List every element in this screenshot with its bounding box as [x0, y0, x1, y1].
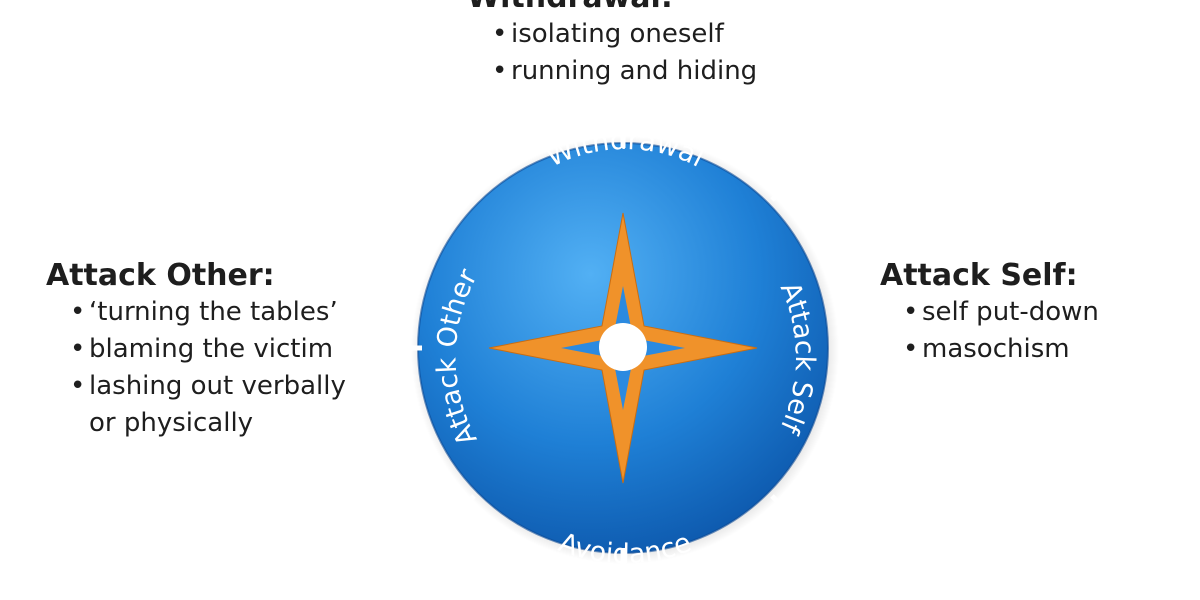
tick-mark-bottom-right — [770, 494, 781, 505]
attack-other-list: ‘turning the tables’ blaming the victim … — [68, 294, 346, 442]
attack-other-block: Attack Other: ‘turning the tables’ blami… — [46, 258, 346, 442]
withdrawal-heading: Withdrawal: — [467, 0, 757, 16]
list-item: isolating oneself — [490, 16, 757, 53]
list-item: self put-down — [901, 294, 1099, 331]
list-item: lashing out verbally — [68, 368, 346, 405]
list-item: blaming the victim — [68, 331, 346, 368]
list-item: masochism — [901, 331, 1099, 368]
attack-other-heading: Attack Other: — [46, 258, 275, 293]
attack-self-list: self put-down masochism — [901, 294, 1099, 368]
compass-star-icon — [488, 212, 758, 484]
tick-mark-top-right — [770, 191, 781, 202]
list-item: running and hiding — [490, 53, 757, 90]
withdrawal-list: isolating oneself running and hiding — [490, 16, 757, 90]
attack-self-block: Attack Self: self put-down masochism — [880, 258, 1099, 368]
list-item-continuation: or physically — [89, 408, 254, 438]
list-item: ‘turning the tables’ — [68, 294, 346, 331]
attack-self-heading: Attack Self: — [880, 258, 1078, 293]
tick-mark-top-left — [465, 191, 476, 202]
compass-tick-marks — [404, 130, 781, 566]
compass-center-dot — [599, 323, 647, 371]
tick-mark-bottom-left — [465, 494, 476, 505]
withdrawal-block: Withdrawal: isolating oneself running an… — [467, 0, 757, 90]
